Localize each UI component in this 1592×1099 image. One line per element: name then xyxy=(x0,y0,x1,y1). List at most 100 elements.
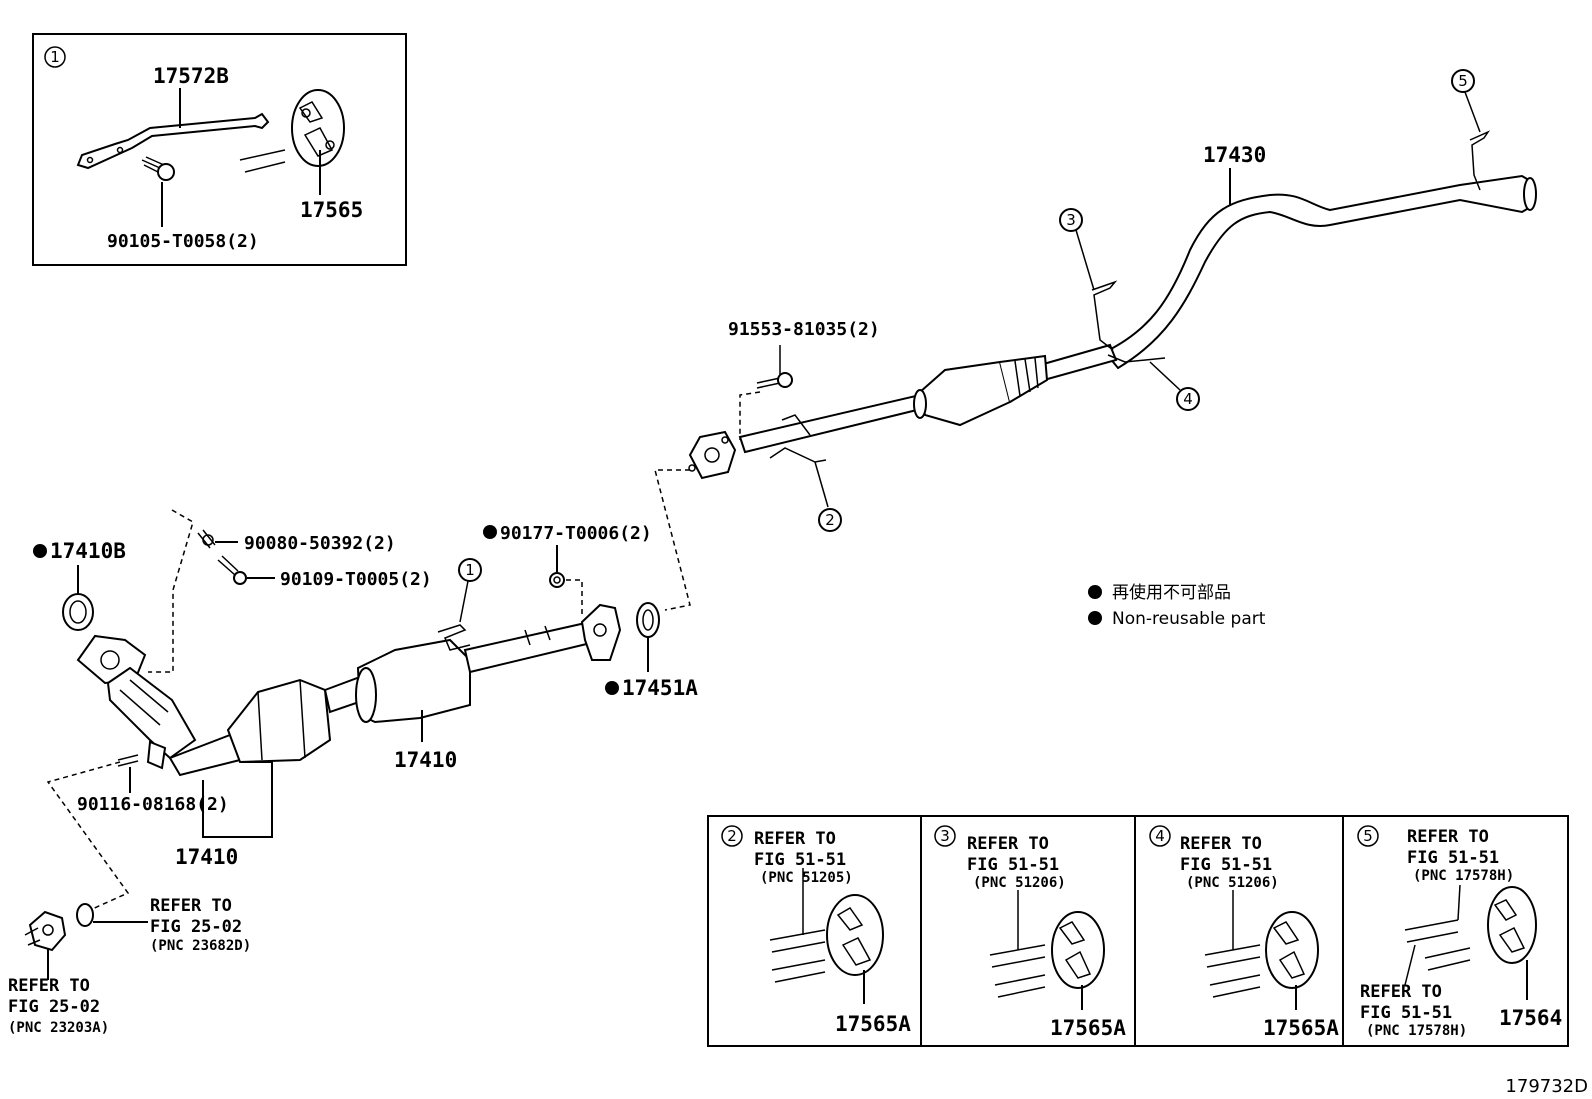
gasket-17410B xyxy=(62,593,94,631)
svg-text:(PNC 17578H): (PNC 17578H) xyxy=(1366,1023,1467,1039)
svg-text:4: 4 xyxy=(1183,390,1193,408)
inset-frame xyxy=(32,33,407,266)
svg-text:(PNC 23203A): (PNC 23203A) xyxy=(8,1020,109,1036)
svg-text:FIG 51-51: FIG 51-51 xyxy=(1360,1003,1452,1023)
label-17572B: 17572B xyxy=(153,64,229,88)
svg-text:(PNC 17578H): (PNC 17578H) xyxy=(1413,868,1514,884)
nut-90177 xyxy=(549,572,565,588)
label-90177: 90177-T0006(2) xyxy=(500,523,652,544)
detail-frame xyxy=(707,815,1569,1047)
nonreusable-dot xyxy=(33,544,47,558)
detail-box-4: 4 REFER TO FIG 51-51 (PNC 51206) 17565A xyxy=(1149,825,1339,1040)
svg-text:REFER TO: REFER TO xyxy=(967,834,1049,854)
svg-text:5: 5 xyxy=(1458,72,1468,90)
label-90109: 90109-T0005(2) xyxy=(280,569,432,590)
svg-text:17565A: 17565A xyxy=(1263,1016,1339,1040)
nonreusable-dot xyxy=(483,525,497,539)
hanger-illustration xyxy=(1051,911,1105,989)
label-90105: 90105-T0058(2) xyxy=(107,231,259,252)
svg-text:REFER TO: REFER TO xyxy=(1360,982,1442,1002)
front-pipe-17410 xyxy=(76,603,622,777)
dash-front xyxy=(148,509,194,673)
label-17410b: 17410 xyxy=(175,845,238,869)
detail-table xyxy=(707,815,1569,1047)
label-17451A: 17451A xyxy=(622,676,698,700)
figure-id: 179732D xyxy=(1505,1076,1588,1097)
hanger-3 xyxy=(1091,280,1118,351)
leader-subref xyxy=(1404,944,1416,986)
callout-3: 3 xyxy=(1059,208,1095,291)
svg-text:2: 2 xyxy=(825,511,835,529)
hanger-4 xyxy=(1107,354,1166,363)
svg-text:REFER TO: REFER TO xyxy=(8,976,90,996)
svg-text:FIG 51-51: FIG 51-51 xyxy=(1407,848,1499,868)
label-17410a: 17410 xyxy=(394,748,457,772)
stud-90116 xyxy=(117,754,139,767)
hanger-illustration xyxy=(1487,886,1537,964)
sensor-gasket xyxy=(76,903,94,927)
oxygen-sensor xyxy=(24,910,67,952)
svg-text:17564: 17564 xyxy=(1499,1006,1562,1030)
ref-a: REFER TO FIG 25-02 (PNC 23682D) xyxy=(150,896,251,954)
hanger-17565 xyxy=(239,89,345,173)
gasket-17451A xyxy=(636,602,660,638)
legend-en: Non-reusable part xyxy=(1112,609,1266,629)
tail-pipe-17430 xyxy=(1103,174,1537,370)
svg-text:REFER TO: REFER TO xyxy=(754,829,836,849)
bracket-17572B xyxy=(76,112,270,170)
svg-text:5: 5 xyxy=(1363,827,1373,845)
callout-4: 4 xyxy=(1149,361,1200,411)
legend: 再使用不可部品 Non-reusable part xyxy=(1088,582,1266,629)
nonreusable-dot xyxy=(605,681,619,695)
svg-text:FIG 25-02: FIG 25-02 xyxy=(8,997,100,1017)
legend-dot-en xyxy=(1088,611,1102,625)
callout-2: 2 xyxy=(814,461,842,532)
label-17410B: 17410B xyxy=(50,539,126,563)
svg-text:FIG 51-51: FIG 51-51 xyxy=(967,855,1059,875)
hanger-5 xyxy=(1469,130,1491,191)
svg-text:FIG 25-02: FIG 25-02 xyxy=(150,917,242,937)
svg-text:FIG 51-51: FIG 51-51 xyxy=(754,850,846,870)
svg-text:(PNC 23682D): (PNC 23682D) xyxy=(150,938,251,954)
svg-text:4: 4 xyxy=(1155,827,1165,845)
detail-box-5: 5 REFER TO FIG 51-51 (PNC 17578H) 17564 … xyxy=(1357,825,1562,1039)
inset-box-1: 1 17572B 90105-T0058(2) 17565 xyxy=(32,33,407,266)
callout-5: 5 xyxy=(1451,69,1481,133)
leader-17410b xyxy=(202,760,273,838)
leader-ref xyxy=(1457,884,1461,921)
svg-text:(PNC 51205): (PNC 51205) xyxy=(760,870,853,886)
svg-text:FIG 51-51: FIG 51-51 xyxy=(1180,855,1272,875)
svg-text:3: 3 xyxy=(940,827,950,845)
dash-91553 xyxy=(739,391,761,440)
inset-marker-circle xyxy=(44,46,66,68)
svg-text:REFER TO: REFER TO xyxy=(1180,834,1262,854)
bolt-90105 xyxy=(141,156,175,181)
svg-text:17565A: 17565A xyxy=(835,1012,911,1036)
label-91553: 91553-81035(2) xyxy=(728,319,880,340)
bolt-90109 xyxy=(217,555,247,585)
bolt-91553 xyxy=(756,372,793,389)
dash-90116 xyxy=(46,761,130,911)
legend-dot-jp xyxy=(1088,585,1102,599)
svg-text:17565A: 17565A xyxy=(1050,1016,1126,1040)
svg-text:(PNC 51206): (PNC 51206) xyxy=(973,875,1066,891)
hanger-illustration xyxy=(826,894,884,976)
svg-text:2: 2 xyxy=(727,827,737,845)
stud-90080 xyxy=(197,529,216,549)
detail-box-3: 3 REFER TO FIG 51-51 (PNC 51206) 17565A xyxy=(934,825,1126,1040)
ref-b: REFER TO FIG 25-02 (PNC 23203A) xyxy=(8,976,109,1036)
svg-text:REFER TO: REFER TO xyxy=(1407,827,1489,847)
callout-1: 1 xyxy=(458,558,482,623)
hanger-illustration xyxy=(1265,911,1319,989)
label-90116: 90116-08168(2) xyxy=(77,794,229,815)
svg-text:REFER TO: REFER TO xyxy=(150,896,232,916)
dash-joint xyxy=(654,469,691,611)
label-17565: 17565 xyxy=(300,198,363,222)
center-pipe xyxy=(688,343,1118,480)
svg-text:1: 1 xyxy=(465,561,475,579)
inset-marker-label: 1 xyxy=(50,48,60,66)
label-90080: 90080-50392(2) xyxy=(244,533,396,554)
hanger-2 xyxy=(769,414,827,463)
svg-text:3: 3 xyxy=(1066,211,1076,229)
